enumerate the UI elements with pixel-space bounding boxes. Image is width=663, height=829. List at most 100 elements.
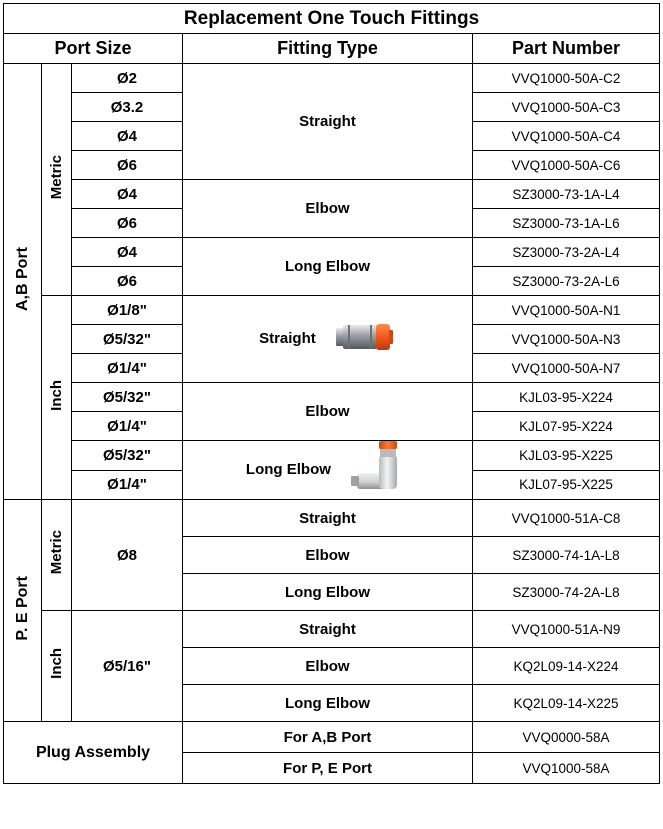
table-row: For P, E Port VVQ1000-58A bbox=[4, 752, 661, 784]
table-row: Long Elbow KQ2L09-14-X225 bbox=[4, 684, 661, 722]
table-title: Replacement One Touch Fittings bbox=[2, 3, 661, 34]
part-number-cell: SZ3000-73-1A-L4 bbox=[471, 179, 661, 209]
fitting-type-cell: Long Elbow bbox=[182, 573, 473, 611]
ab-metric-group: Metric bbox=[41, 63, 72, 296]
plug-assembly-label: Plug Assembly bbox=[3, 721, 183, 784]
pe-port-group-label: P. E Port bbox=[3, 499, 42, 722]
table-row: Ø6 SZ3000-73-1A-L6 bbox=[4, 208, 661, 238]
part-number-cell: VVQ1000-50A-N7 bbox=[471, 353, 661, 383]
table-row: Ø4 VVQ1000-50A-C4 bbox=[4, 121, 661, 151]
part-number-cell: SZ3000-74-2A-L8 bbox=[471, 573, 661, 611]
pe-metric-label: Metric bbox=[48, 530, 65, 575]
size-cell: Ø6 bbox=[71, 150, 183, 180]
part-number-cell: SZ3000-73-2A-L4 bbox=[471, 237, 661, 267]
part-number-cell: KQ2L09-14-X225 bbox=[471, 684, 661, 722]
table-row: Ø1/4" KJL07-95-X224 bbox=[4, 411, 661, 441]
size-cell: Ø6 bbox=[71, 208, 183, 238]
part-number-cell: KJL03-95-X225 bbox=[471, 440, 661, 471]
table-row: Ø1/4" KJL07-95-X225 bbox=[4, 469, 661, 500]
table-row: Ø5/32" VVQ1000-50A-N3 bbox=[4, 324, 661, 354]
size-cell: Ø4 bbox=[71, 179, 183, 209]
size-cell: Ø4 bbox=[71, 121, 183, 151]
size-cell: Ø5/16" bbox=[71, 610, 183, 722]
fitting-type-cell: Straight bbox=[182, 499, 473, 537]
pe-inch-label: Inch bbox=[48, 648, 65, 679]
fitting-type-cell: Straight bbox=[182, 295, 473, 383]
part-number-cell: VVQ1000-50A-C4 bbox=[471, 121, 661, 151]
size-cell: Ø1/4" bbox=[71, 353, 183, 383]
part-number-cell: VVQ1000-50A-N1 bbox=[471, 295, 661, 325]
ab-port-label: A,B Port bbox=[13, 247, 31, 311]
fitting-type-cell: Straight bbox=[182, 63, 473, 180]
part-number-cell: VVQ0000-58A bbox=[471, 721, 661, 753]
fitting-type-cell: Long Elbow bbox=[182, 237, 473, 296]
title-row: Replacement One Touch Fittings bbox=[2, 3, 661, 34]
part-number-cell: VVQ1000-51A-N9 bbox=[471, 610, 661, 648]
fittings-table-wrapper: Replacement One Touch Fittings Port Size… bbox=[2, 3, 661, 784]
fitting-type-label: Long Elbow bbox=[245, 460, 331, 478]
table-row: Elbow SZ3000-74-1A-L8 bbox=[4, 536, 661, 574]
table-row: Ø4 Elbow SZ3000-73-1A-L4 bbox=[4, 179, 661, 238]
fitting-type-cell: Elbow bbox=[182, 647, 473, 685]
table-row: Ø6 SZ3000-73-2A-L6 bbox=[4, 266, 661, 296]
pe-metric-group: Metric bbox=[41, 499, 72, 611]
table-row: A,B Port Metric Ø2 Straight VVQ1000-50A-… bbox=[3, 63, 661, 500]
fitting-type-cell: Long Elbow bbox=[182, 440, 473, 500]
part-number-cell: SZ3000-74-1A-L8 bbox=[471, 536, 661, 574]
table-row: Ø4 Long Elbow SZ3000-73-2A-L4 bbox=[4, 237, 661, 296]
pe-port-label: P. E Port bbox=[13, 575, 31, 641]
size-cell: Ø6 bbox=[71, 266, 183, 296]
part-number-cell: VVQ1000-58A bbox=[471, 752, 661, 784]
table-row: Inch Ø1/8" Straight bbox=[4, 295, 661, 500]
header-fitting-type: Fitting Type bbox=[182, 33, 473, 64]
size-cell: Ø5/32" bbox=[71, 324, 183, 354]
fitting-type-cell: For A,B Port bbox=[182, 721, 473, 753]
size-cell: Ø1/4" bbox=[71, 411, 183, 441]
part-number-cell: KJL03-95-X224 bbox=[471, 382, 661, 412]
table-row: Inch Ø5/16" Straight VVQ1000-51A-N9 bbox=[4, 610, 661, 722]
size-cell: Ø3.2 bbox=[71, 92, 183, 122]
size-cell: Ø8 bbox=[71, 499, 183, 611]
ab-inch-group: Inch bbox=[41, 295, 72, 500]
size-cell: Ø5/32" bbox=[71, 382, 183, 412]
table-row: Ø5/32" Elbow KJL03-95-X224 bbox=[4, 382, 661, 441]
part-number-cell: VVQ1000-50A-N3 bbox=[471, 324, 661, 354]
table-row: Ø5/32" Long Elbow bbox=[4, 440, 661, 500]
part-number-cell: VVQ1000-51A-C8 bbox=[471, 499, 661, 537]
size-cell: Ø2 bbox=[71, 63, 183, 93]
part-number-cell: SZ3000-73-2A-L6 bbox=[471, 266, 661, 296]
part-number-cell: KJL07-95-X225 bbox=[471, 469, 661, 500]
size-cell: Ø1/8" bbox=[71, 295, 183, 325]
table-row: Ø6 VVQ1000-50A-C6 bbox=[4, 150, 661, 180]
header-part-number: Part Number bbox=[471, 33, 661, 64]
table-row: Ø3.2 VVQ1000-50A-C3 bbox=[4, 92, 661, 122]
part-number-cell: VVQ1000-50A-C2 bbox=[471, 63, 661, 93]
header-port-size: Port Size bbox=[3, 33, 183, 64]
fitting-type-cell: Straight bbox=[182, 610, 473, 648]
ab-inch-label: Inch bbox=[48, 379, 65, 411]
fitting-type-cell: For P, E Port bbox=[182, 752, 473, 784]
part-number-cell: VVQ1000-50A-C3 bbox=[471, 92, 661, 122]
fitting-type-label: Straight bbox=[259, 329, 316, 347]
size-cell: Ø5/32" bbox=[71, 440, 183, 471]
size-cell: Ø1/4" bbox=[71, 469, 183, 500]
table-row: Long Elbow SZ3000-74-2A-L8 bbox=[4, 573, 661, 611]
straight-fitting-photo-icon bbox=[334, 322, 396, 356]
table-row: P. E Port Metric Ø8 Straight VVQ1000-51A… bbox=[3, 499, 661, 722]
part-number-cell: SZ3000-73-1A-L6 bbox=[471, 208, 661, 238]
header-row: Port Size Fitting Type Part Number bbox=[3, 33, 661, 64]
fitting-type-cell: Elbow bbox=[182, 382, 473, 441]
part-number-cell: KQ2L09-14-X224 bbox=[471, 647, 661, 685]
part-number-cell: VVQ1000-50A-C6 bbox=[471, 150, 661, 180]
pe-inch-group: Inch bbox=[41, 610, 72, 722]
fitting-type-cell: Elbow bbox=[182, 536, 473, 574]
long-elbow-fitting-photo-icon bbox=[349, 441, 409, 499]
part-number-cell: KJL07-95-X224 bbox=[471, 411, 661, 441]
replacement-fittings-table: Replacement One Touch Fittings Port Size… bbox=[2, 3, 661, 784]
table-row: Plug Assembly For A,B Port VVQ0000-58A bbox=[3, 721, 661, 784]
ab-metric-label: Metric bbox=[48, 154, 65, 200]
fitting-type-cell: Long Elbow bbox=[182, 684, 473, 722]
size-cell: Ø4 bbox=[71, 237, 183, 267]
fitting-type-cell: Elbow bbox=[182, 179, 473, 238]
ab-port-group-label: A,B Port bbox=[3, 63, 42, 500]
